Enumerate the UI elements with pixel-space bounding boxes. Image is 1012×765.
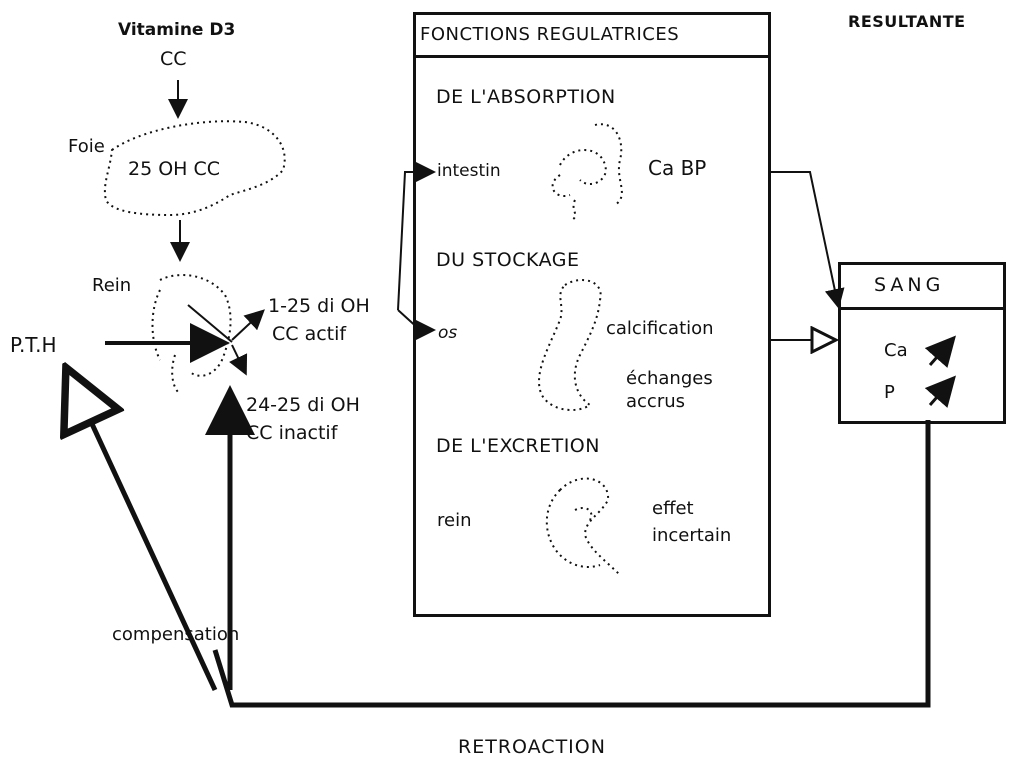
foie-inner-label: 25 OH CC [128,158,221,180]
echanges-line1: échanges [626,368,713,389]
rein-excretion-shape [545,477,621,576]
rein-shape [151,274,232,393]
arrow-to-intestin [397,162,436,311]
vitamin-cc-label: CC [160,48,187,70]
vitamin-label: Vitamine D3 [118,20,236,40]
foie-label: Foie [68,136,105,157]
effet-line1: effet [652,498,694,519]
sang-title: SANG [874,274,945,296]
rein-label: Rein [92,275,132,296]
active-cc-line1: 1-25 di OH [268,295,370,317]
os-label: os [438,323,458,343]
panel-header: FONCTIONS REGULATRICES [420,24,680,45]
arrow-cabp-to-sang [770,171,845,309]
retroaction-label: RETROACTION [458,736,606,758]
inactive-cc-line1: 24-25 di OH [246,394,360,416]
sang-header-box [838,262,1006,310]
arrow-rein-active [231,309,265,341]
absorption-title: DE L'ABSORPTION [436,86,616,108]
pth-label: P.T.H [10,333,57,357]
arrow-compensation-to-pth [68,372,218,692]
foie-shape [103,120,286,217]
arrow-to-os [397,309,436,340]
cabp-label: Ca BP [648,156,707,180]
retroaction-line [212,420,931,708]
excretion-title: DE L'EXCRETION [436,435,600,457]
compensation-label: compensation [112,624,240,645]
resultante-label: RESULTANTE [848,12,966,31]
inactive-cc-line2: CC inactif [246,422,338,444]
panel-header-box [413,12,771,58]
active-cc-line2: CC actif [272,323,347,345]
arrow-rein-inactive [229,344,248,376]
calcification-label: calcification [606,318,714,339]
echanges-line2: accrus [626,391,686,412]
rein-excretion-label: rein [437,510,472,531]
ca-up-arrow [924,335,956,368]
stockage-title: DU STOCKAGE [436,249,580,271]
rein-line [187,304,233,343]
sang-ca-label: Ca [884,340,908,361]
os-shape [538,279,602,411]
effet-line2: incertain [652,525,732,546]
intestin-label: intestin [437,161,501,181]
sang-p-label: P [884,382,895,403]
p-up-arrow [924,375,956,408]
